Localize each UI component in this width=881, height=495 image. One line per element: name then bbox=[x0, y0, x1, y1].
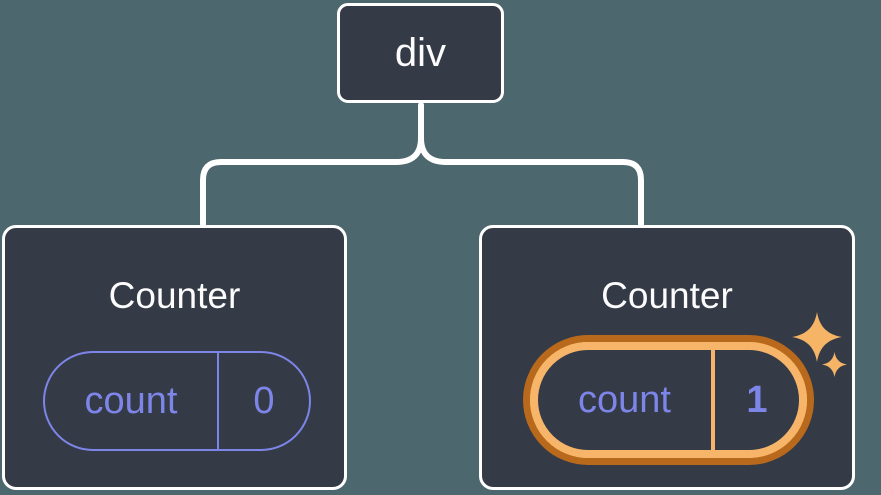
state-key-label: count bbox=[578, 378, 671, 421]
state-value: 0 bbox=[217, 353, 309, 449]
component-title: Counter bbox=[601, 275, 733, 316]
connector-right-branch bbox=[418, 135, 644, 227]
counter-component-left: Counter count 0 bbox=[2, 225, 347, 490]
state-key-label: count bbox=[84, 379, 178, 422]
counter-component-right: Counter count 1 bbox=[479, 225, 855, 490]
highlighted-state-pill: count 1 bbox=[523, 335, 814, 465]
state-pill: count 0 bbox=[43, 351, 311, 451]
dom-node-div: div bbox=[337, 3, 504, 103]
component-title: Counter bbox=[108, 275, 241, 316]
state-value: 1 bbox=[711, 350, 799, 450]
highlighted-state-pill-inner: count 1 bbox=[530, 342, 807, 458]
connector-left-branch bbox=[200, 135, 424, 227]
dom-node-label: div bbox=[394, 30, 447, 75]
